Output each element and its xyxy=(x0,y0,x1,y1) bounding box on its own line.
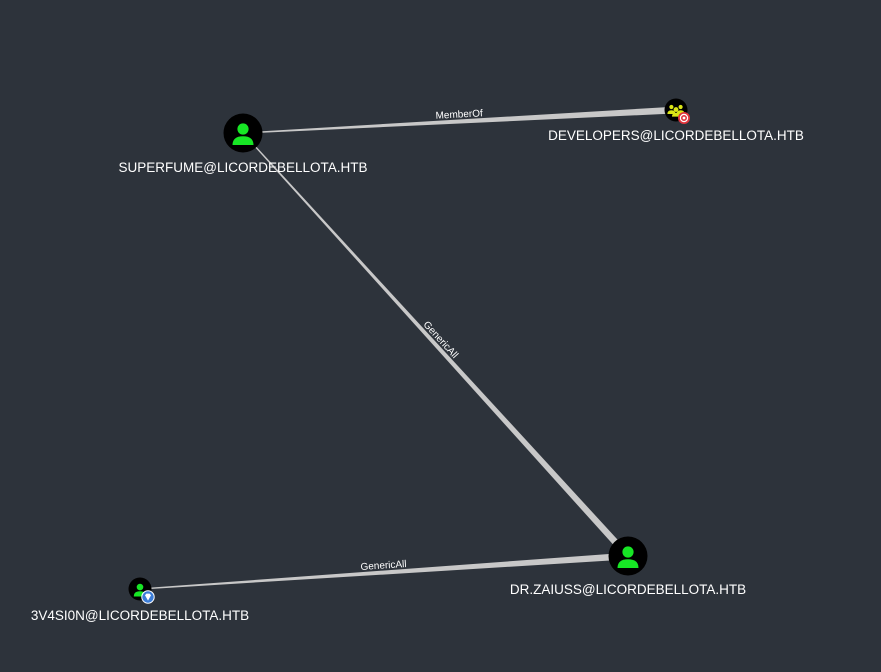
node-superfume[interactable]: SUPERFUME@LICORDEBELLOTA.HTB xyxy=(119,113,368,176)
node-label: DR.ZAIUSS@LICORDEBELLOTA.HTB xyxy=(510,582,746,597)
user-icon-head xyxy=(136,583,144,591)
node-label: SUPERFUME@LICORDEBELLOTA.HTB xyxy=(119,160,368,175)
node-label: 3V4SI0N@LICORDEBELLOTA.HTB xyxy=(31,608,249,623)
node-drzaiuss[interactable]: DR.ZAIUSS@LICORDEBELLOTA.HTB xyxy=(510,536,746,598)
users-icon xyxy=(667,104,685,117)
user-icon xyxy=(617,546,639,568)
user-icon-head xyxy=(237,123,249,135)
edge-genericall-2[interactable]: GenericAll xyxy=(242,132,631,559)
user-icon xyxy=(232,123,254,145)
user-icon-body xyxy=(617,559,639,568)
nodes-layer: SUPERFUME@LICORDEBELLOTA.HTB DEVELOPERS@L… xyxy=(31,98,804,624)
edge-line[interactable] xyxy=(242,132,631,559)
edge-line[interactable] xyxy=(139,552,629,590)
edge-line[interactable] xyxy=(242,106,677,134)
edge-genericall-3[interactable]: GenericAll xyxy=(139,552,629,590)
edge-label: GenericAll xyxy=(360,559,407,573)
edge-memberof-1[interactable]: MemberOf xyxy=(242,106,677,134)
node-3v4si0n[interactable]: 3V4SI0N@LICORDEBELLOTA.HTB xyxy=(31,577,249,624)
node-label: DEVELOPERS@LICORDEBELLOTA.HTB xyxy=(548,128,804,143)
edge-label: GenericAll xyxy=(421,319,460,361)
user-icon-head xyxy=(622,546,634,558)
node-developers[interactable]: DEVELOPERS@LICORDEBELLOTA.HTB xyxy=(548,98,804,144)
user-icon-body xyxy=(232,136,254,145)
edge-label: MemberOf xyxy=(435,108,483,122)
